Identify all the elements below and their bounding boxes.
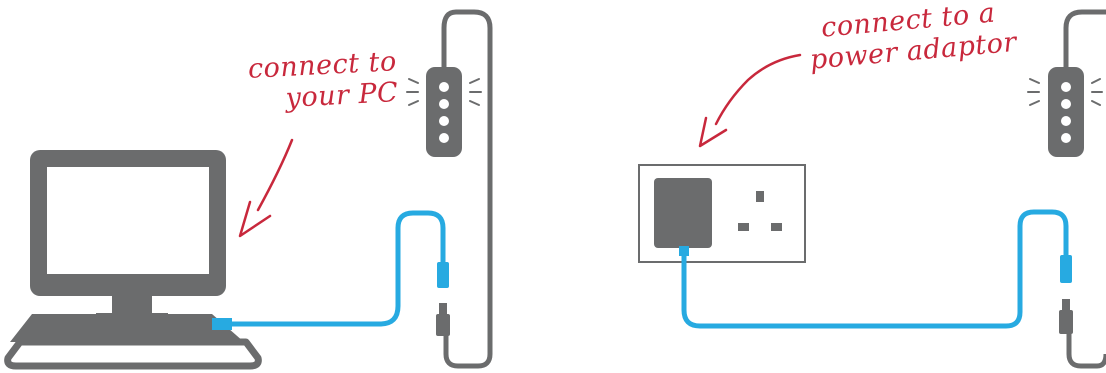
monitor [30, 150, 226, 296]
usb-connector-body-left [436, 314, 450, 336]
usb-connector-blue-right [1060, 255, 1072, 283]
computer-icon [4, 150, 262, 370]
usb-cable-left [230, 210, 446, 327]
dock-cable-top-right [1063, 9, 1106, 70]
usb-connector-blue-left [437, 262, 449, 288]
arrow-to-pc [238, 138, 294, 238]
glow-rays-left [406, 78, 482, 106]
power-adaptor-icon [654, 178, 712, 256]
usb-connector-gray-left [439, 303, 447, 315]
charging-dock-icon [1048, 67, 1084, 157]
desk-outline [4, 338, 262, 370]
usb-connector-body-right [1059, 310, 1073, 334]
usb-port-plug-left [212, 318, 232, 330]
monitor-stand [112, 283, 152, 313]
arrow-to-adaptor [698, 53, 802, 148]
usb-connector-gray-right [1062, 299, 1070, 311]
dock-cable-loop-right [1066, 334, 1106, 369]
charging-dock-icon [426, 67, 462, 157]
dock-cable-loop-left [441, 9, 493, 369]
annotation-connect-pc: connect to your PC [246, 46, 399, 116]
keyboard [10, 314, 244, 342]
usb-cable-right [681, 209, 1069, 329]
glow-rays-right [1027, 78, 1103, 106]
